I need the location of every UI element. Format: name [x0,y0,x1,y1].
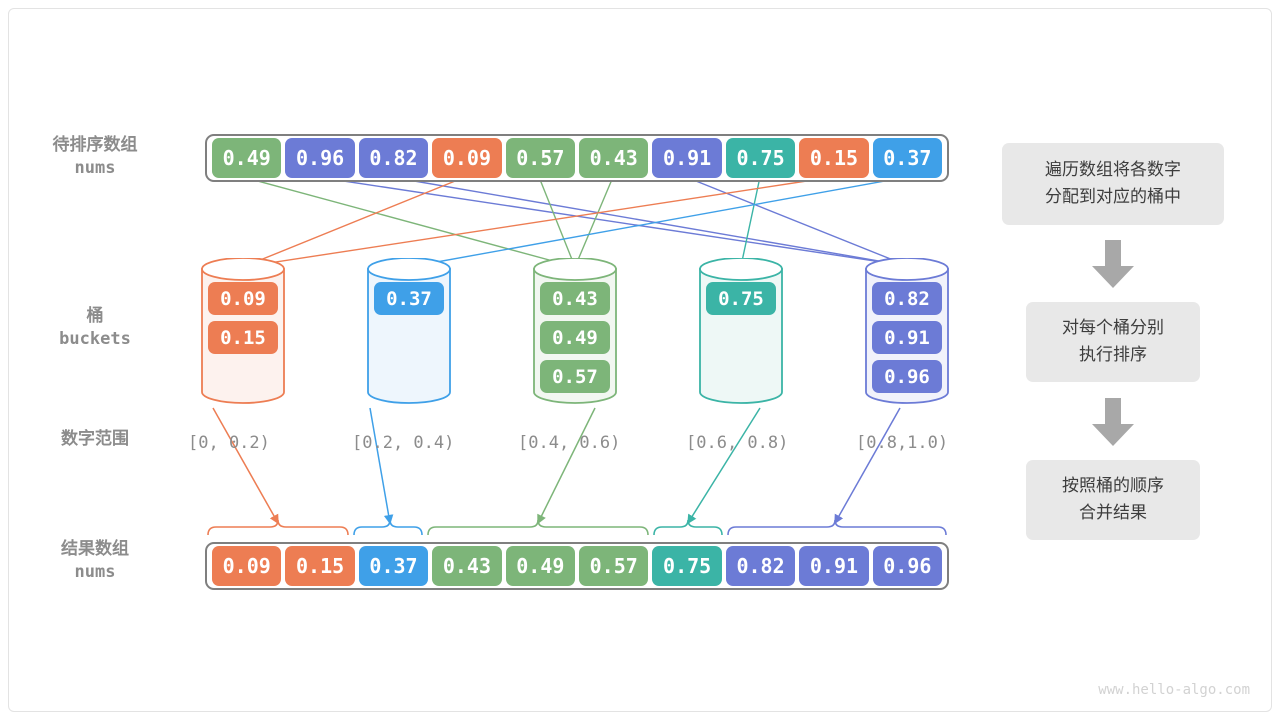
range-label-3: [0.6, 0.8) [686,433,789,453]
flow-step-2-line1: 按照桶的顺序 [1062,475,1164,496]
input-array-cell-4: 0.57 [505,138,576,178]
label-number-range: 数字范围 [10,428,180,451]
label-result-array-code: nums [74,561,116,582]
input-array-cell-2: 0.82 [358,138,429,178]
bucket-2-item-1: 0.49 [540,321,610,354]
bucket-0: 0.09 0.15 [199,258,287,406]
bucket-0-item-1: 0.15 [208,321,278,354]
input-array-cell-9: 0.37 [872,138,943,178]
bucket-cylinder-3 [699,258,783,404]
flow-step-2-line2: 合并结果 [1079,503,1147,523]
bucket-1-items: 0.37 [372,282,446,315]
watermark: www.hello-algo.com [1098,682,1250,698]
bucket-cylinder-1 [367,258,451,404]
input-array-cell-8: 0.15 [799,138,869,178]
range-label-2: [0.4, 0.6) [518,433,621,453]
bucket-3: 0.75 [697,258,785,406]
input-array-cell-5: 0.43 [579,138,649,178]
range-label-4: [0.8,1.0) [856,433,949,453]
result-array-cell-5: 0.57 [579,546,649,586]
bucket-3-items: 0.75 [704,282,778,315]
result-array-cell-7: 0.82 [725,546,796,586]
input-array-cell-7: 0.75 [725,138,796,178]
range-label-0: [0, 0.2) [188,433,270,453]
flow-step-0: 遍历数组将各数字 分配到对应的桶中 [1002,143,1224,225]
flow-step-2: 按照桶的顺序 合并结果 [1026,460,1200,540]
result-array-cell-3: 0.43 [432,546,502,586]
result-array-cell-8: 0.91 [799,546,869,586]
result-array-cell-6: 0.75 [652,546,722,586]
bucket-3-item-0: 0.75 [706,282,776,315]
bucket-2-item-0: 0.43 [540,282,610,315]
bucket-1-item-0: 0.37 [374,282,444,315]
flow-step-1: 对每个桶分别 执行排序 [1026,302,1200,382]
label-input-array-cn: 待排序数组 [52,135,138,155]
label-buckets-code: buckets [59,328,131,349]
bucket-4-item-1: 0.91 [872,321,942,354]
bucket-0-items: 0.09 0.15 [206,282,280,354]
input-array-cell-1: 0.96 [285,138,355,178]
bucket-4-item-2: 0.96 [872,360,942,393]
flow-arrow-down-icon-1 [1092,240,1134,288]
label-input-array: 待排序数组 nums [10,134,180,180]
bucket-1: 0.37 [365,258,453,406]
label-result-array-cn: 结果数组 [61,539,129,559]
label-buckets: 桶 buckets [10,305,180,351]
bucket-4: 0.82 0.91 0.96 [863,258,951,406]
result-array-cell-2: 0.37 [358,546,429,586]
flow-step-1-line1: 对每个桶分别 [1062,317,1164,338]
label-input-array-code: nums [74,157,116,178]
bucket-4-items: 0.82 0.91 0.96 [870,282,944,393]
result-array-cell-9: 0.96 [872,546,943,586]
bucket-4-item-0: 0.82 [872,282,942,315]
label-number-range-cn: 数字范围 [61,429,129,449]
input-array-cell-3: 0.09 [432,138,502,178]
flow-step-0-line1: 遍历数组将各数字 [1045,159,1181,180]
result-array-cell-0: 0.09 [212,546,282,586]
bucket-2-items: 0.43 0.49 0.57 [538,282,612,393]
label-result-array: 结果数组 nums [10,538,180,584]
result-array-cell-1: 0.15 [285,546,355,586]
input-array-cell-6: 0.91 [652,138,722,178]
bucket-2: 0.43 0.49 0.57 [531,258,619,406]
input-array-cell-0: 0.49 [212,138,282,178]
bucket-2-item-2: 0.57 [540,360,610,393]
flow-step-0-line2: 分配到对应的桶中 [1045,187,1181,207]
range-label-1: [0.2, 0.4) [352,433,455,453]
result-array-cell-4: 0.49 [505,546,576,586]
outer-border [8,8,1272,712]
bucket-0-item-0: 0.09 [208,282,278,315]
flow-arrow-down-icon-2 [1092,398,1134,446]
label-buckets-cn: 桶 [86,306,104,326]
flow-step-1-line2: 执行排序 [1079,345,1147,365]
